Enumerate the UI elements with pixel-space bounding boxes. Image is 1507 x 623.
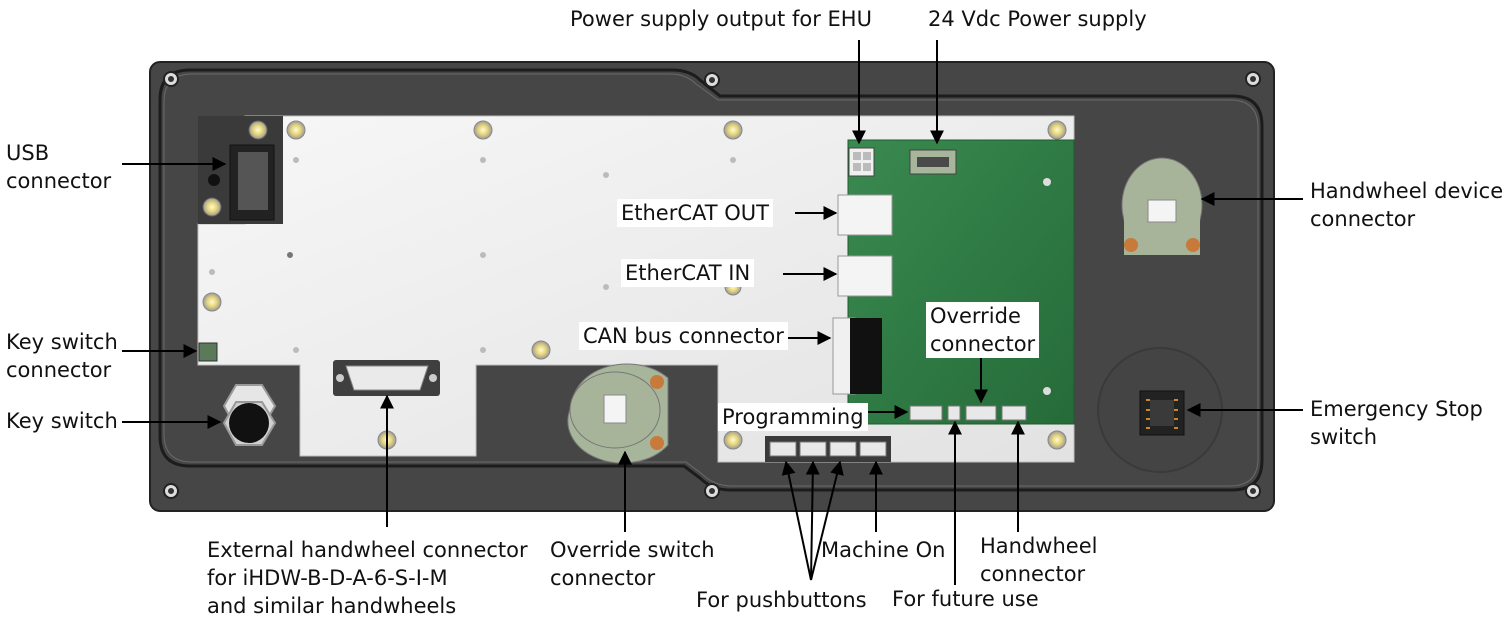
arrow-pushbutton-1 bbox=[781, 460, 812, 581]
label-key-switch-connector-line1: Key switch bbox=[6, 330, 118, 354]
label-override-connector: Override connector bbox=[926, 302, 1040, 358]
label-external-handwheel-connector: External handwheel connector for iHDW-B-… bbox=[207, 536, 528, 620]
arrow-pushbutton-2 bbox=[805, 460, 820, 581]
key-switch-part bbox=[222, 384, 277, 446]
label-key-switch-connector-line2: connector bbox=[6, 358, 112, 382]
label-handwheel-connector-line2: connector bbox=[980, 562, 1086, 586]
label-handwheel-connector-line1: Handwheel bbox=[980, 534, 1098, 558]
label-override-connector-line1: Override bbox=[930, 304, 1021, 328]
label-override-switch-connector: Override switch connector bbox=[550, 536, 715, 592]
label-power-supply-output: Power supply output for EHU bbox=[570, 7, 872, 31]
label-emergency-stop-switch-line1: Emergency Stop bbox=[1310, 397, 1483, 421]
handwheel-device-connector-part bbox=[1121, 157, 1203, 255]
label-usb-connector: USB connector bbox=[6, 139, 111, 195]
label-override-switch-line1: Override switch bbox=[550, 538, 715, 562]
usb-connector-part bbox=[198, 116, 283, 224]
emergency-stop-part bbox=[1097, 347, 1223, 473]
label-usb-connector-line2: connector bbox=[6, 169, 112, 193]
label-override-switch-line2: connector bbox=[550, 566, 656, 590]
plate-screws bbox=[202, 120, 1067, 450]
label-can-bus-connector: CAN bus connector bbox=[579, 322, 788, 350]
label-handwheel-device-connector: Handwheel device connector bbox=[1310, 177, 1503, 233]
label-external-handwheel-line1: External handwheel connector bbox=[207, 538, 528, 562]
pcb-components bbox=[832, 147, 1051, 421]
label-machine-on: Machine On bbox=[821, 538, 946, 562]
label-override-connector-line2: connector bbox=[930, 332, 1036, 356]
label-ethercat-out: EtherCAT OUT bbox=[617, 199, 773, 227]
label-external-handwheel-line2: for iHDW-B-D-A-6-S-I-M bbox=[207, 566, 448, 590]
label-for-pushbuttons: For pushbuttons bbox=[696, 588, 867, 612]
key-switch-connector-part bbox=[198, 342, 218, 362]
label-usb-connector-line1: USB bbox=[6, 141, 50, 165]
label-24v-power-supply: 24 Vdc Power supply bbox=[928, 7, 1147, 31]
label-for-future-use: For future use bbox=[892, 587, 1039, 611]
arrow-pushbutton-3 bbox=[810, 460, 844, 581]
label-ethercat-in: EtherCAT IN bbox=[621, 259, 755, 287]
callout-arrows bbox=[122, 40, 1303, 585]
label-key-switch: Key switch bbox=[6, 409, 118, 433]
label-handwheel-device-connector-line1: Handwheel device bbox=[1310, 179, 1504, 203]
label-emergency-stop-switch: Emergency Stop switch bbox=[1310, 395, 1483, 451]
label-external-handwheel-line3: and similar handwheels bbox=[207, 594, 457, 618]
label-handwheel-device-connector-line2: connector bbox=[1310, 207, 1416, 231]
label-emergency-stop-switch-line2: switch bbox=[1310, 425, 1378, 449]
bottom-connectors bbox=[765, 436, 891, 462]
label-key-switch-connector: Key switch connector bbox=[6, 328, 118, 384]
mounting-holes bbox=[163, 71, 1261, 499]
label-handwheel-connector: Handwheel connector bbox=[980, 532, 1097, 588]
label-programming: Programming bbox=[718, 403, 868, 431]
override-switch-connector-part bbox=[567, 363, 669, 464]
external-handwheel-connector-part bbox=[333, 360, 440, 396]
